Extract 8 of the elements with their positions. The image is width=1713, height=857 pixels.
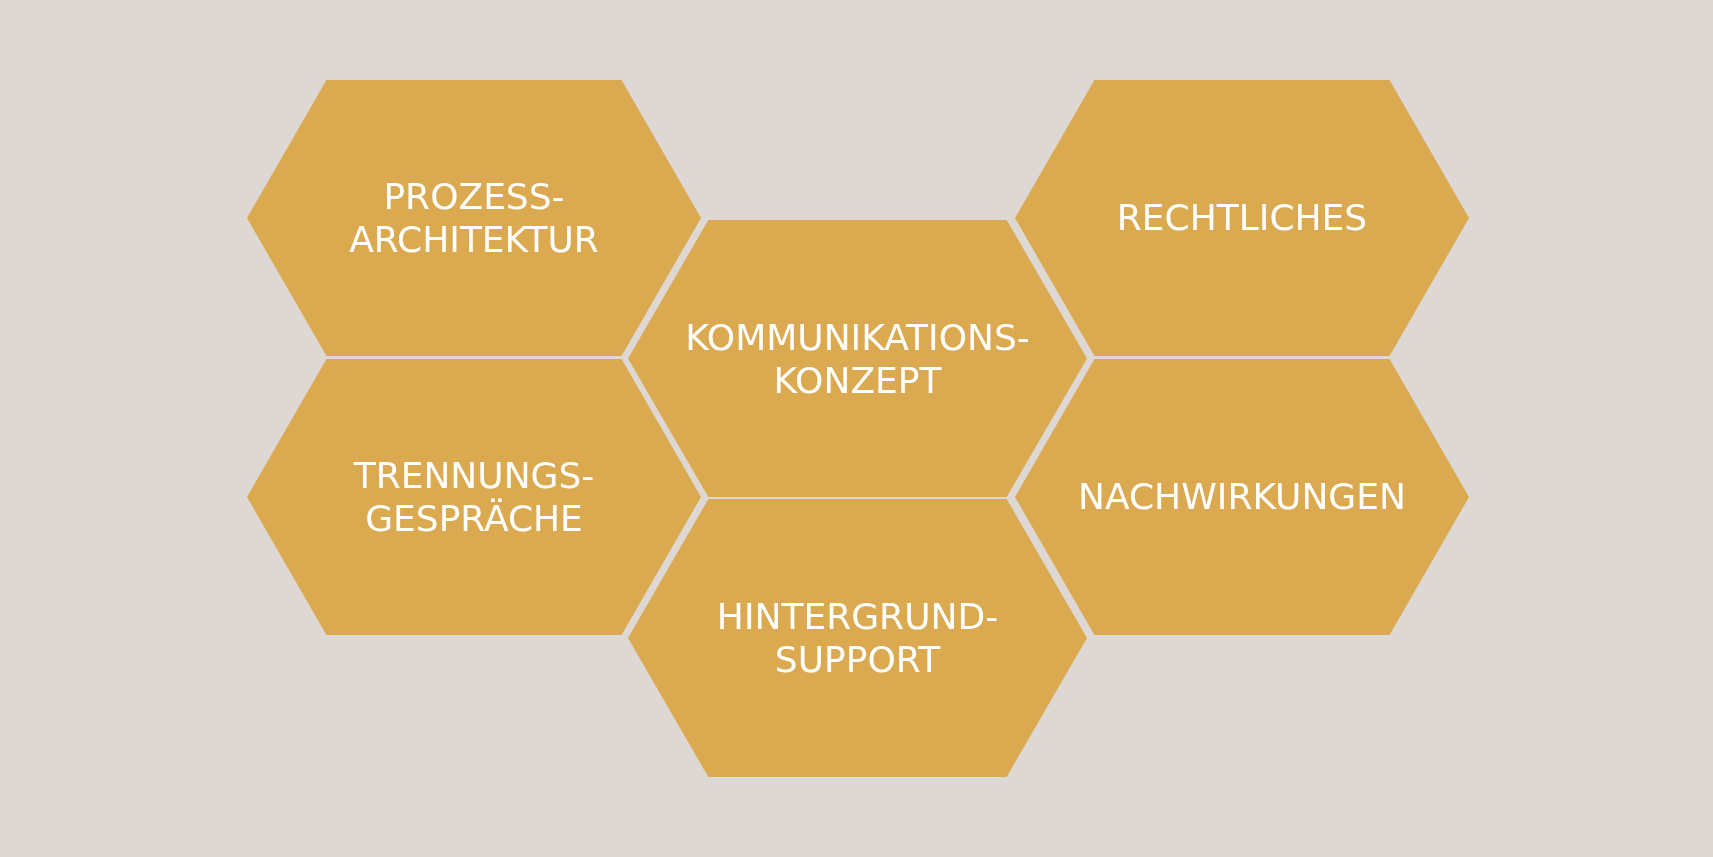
hexagon-label: PROZESS- ARCHITEKTUR	[348, 174, 600, 262]
hexagon-label: TRENNUNGS- GESPRÄCHE	[352, 453, 596, 541]
hexagon-label: NACHWIRKUNGEN	[1077, 475, 1407, 519]
hexagon-label: HINTERGRUND- SUPPORT	[715, 594, 1000, 682]
hexagon-shape	[247, 359, 701, 635]
hexagon-shape	[1015, 359, 1469, 635]
hexagon-label: KOMMUNIKATIONS- KONZEPT	[684, 315, 1031, 402]
hexagon-label: RECHTLICHES	[1115, 196, 1369, 240]
